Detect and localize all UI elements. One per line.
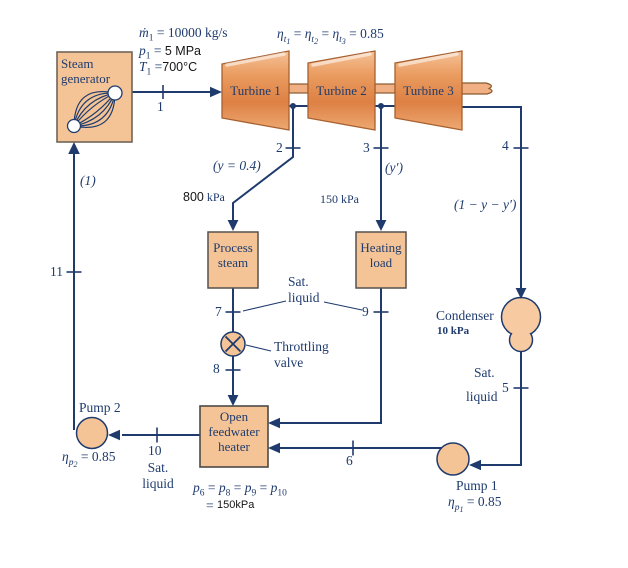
line-turbine3-to-condenser — [462, 106, 522, 288]
coil-node — [66, 118, 82, 134]
sat-liquid-label-extractions: Sat. liquid — [288, 274, 320, 305]
state-1-label: 1 — [157, 99, 164, 114]
inlet-temperature-label: T1 =700°C — [139, 59, 198, 78]
turbine-3-shape — [394, 50, 463, 131]
pump-1-efficiency-label: ηp1 = 0.85 — [448, 494, 502, 514]
throttling-valve-label: Throttling valve — [274, 339, 329, 370]
coil-node — [107, 85, 123, 101]
arrow-into-fwh-top — [227, 395, 239, 406]
condenser-label: Condenser — [436, 308, 494, 323]
arrow-into-pump1 — [469, 459, 481, 471]
feedwater-heater-label: Open feedwater heater — [208, 409, 260, 454]
state-8-label: 8 — [213, 361, 220, 376]
sat-liquid-label-state5-a: Sat. — [474, 365, 495, 380]
turbine-1-shape — [221, 50, 290, 131]
turbine-3-label: Turbine 3 — [403, 83, 454, 98]
pump-2-icon — [75, 416, 109, 450]
junction-dots — [290, 103, 384, 109]
arrow-into-pump2 — [108, 429, 120, 441]
heating-load-label: Heating load — [360, 240, 402, 271]
mass-flow-label: ṁ1 = 10000 kg/s — [139, 25, 228, 44]
leader-satliquid-to-7 — [242, 300, 287, 312]
condenser-icon — [500, 296, 542, 353]
feed-fraction-label: (1) — [80, 173, 96, 188]
state-9-label: 9 — [362, 304, 369, 319]
turbine-efficiency-label: ηt1 = ηt2 = ηt3 = 0.85 — [277, 26, 384, 46]
extraction-fraction-y-label: (y = 0.4) — [213, 158, 261, 173]
arrow-into-condenser — [515, 288, 527, 299]
turbine-highlights — [225, 52, 459, 67]
condenser-pressure-label: 10 kPa — [437, 325, 470, 337]
arrowheads — [68, 86, 527, 471]
line-extraction-to-process-steam — [232, 106, 294, 221]
pressure-800kpa-label: 800 kPa — [183, 190, 225, 204]
state-2-label: 2 — [276, 140, 283, 155]
fwh-pressure-equality-label: p6 = p8 = p9 = p10 — [193, 480, 287, 499]
process-steam-box — [207, 231, 259, 289]
leader-valve-label — [245, 344, 272, 352]
arrow-into-fwh-lower — [268, 442, 280, 454]
shaft-end-break — [461, 82, 493, 95]
fwh-pressure-value-label: = 150kPa — [206, 498, 255, 513]
condenser-fraction-label: (1 − y − y′) — [454, 197, 517, 212]
line-heating-to-fwh — [280, 288, 382, 424]
state-7-label: 7 — [215, 304, 222, 319]
feedwater-heater-box — [199, 405, 269, 468]
flow-lines — [73, 91, 522, 466]
leader-lines — [242, 300, 363, 352]
arrow-into-process-steam — [227, 220, 239, 231]
process-steam-label: Process steam — [213, 240, 253, 271]
pump-2-efficiency-label: ηp2 = 0.85 — [62, 449, 116, 469]
state-4-label: 4 — [502, 138, 509, 153]
arrow-into-fwh-upper — [268, 417, 280, 429]
steam-generator-label: Steam generator — [61, 56, 111, 87]
shaft-segment — [374, 83, 396, 94]
sat-liquid-label-state5-b: liquid — [466, 389, 498, 404]
pump-2-label: Pump 2 — [79, 400, 121, 415]
throttling-valve-icon — [220, 331, 246, 357]
state-ticks — [66, 85, 529, 456]
junction-dot — [290, 103, 296, 109]
sat-liquid-label-state10: Sat. liquid — [142, 460, 174, 491]
pump-1-icon — [436, 442, 470, 476]
turbine-2-shape — [307, 50, 376, 131]
line-condenser-to-pump1 — [481, 345, 522, 466]
arrow-into-turbine1 — [210, 86, 222, 98]
inlet-pressure-label: p1 = 5 MPa — [139, 43, 202, 62]
arrow-into-heating-load — [375, 220, 387, 231]
state-3-label: 3 — [363, 140, 370, 155]
state-5-label: 5 — [502, 380, 509, 395]
state-10-label: 10 — [148, 443, 162, 458]
state-6-label: 6 — [346, 453, 353, 468]
extraction-fraction-yprime-label: (y′) — [385, 160, 403, 175]
pressure-150kpa-label: 150 kPa — [320, 192, 359, 206]
turbine-1-label: Turbine 1 — [230, 83, 281, 98]
pump-1-label: Pump 1 — [456, 478, 498, 493]
state-11-label: 11 — [50, 264, 63, 279]
turbine-2-label: Turbine 2 — [316, 83, 367, 98]
leader-satliquid-to-9 — [323, 301, 363, 311]
steam-generator-box — [56, 51, 133, 143]
shaft-segment — [288, 83, 309, 94]
arrow-into-steamgen — [68, 142, 80, 154]
turbine-shaft — [288, 82, 493, 95]
turbine-shapes — [221, 50, 463, 131]
junction-dot — [378, 103, 384, 109]
heating-load-box — [355, 231, 407, 289]
